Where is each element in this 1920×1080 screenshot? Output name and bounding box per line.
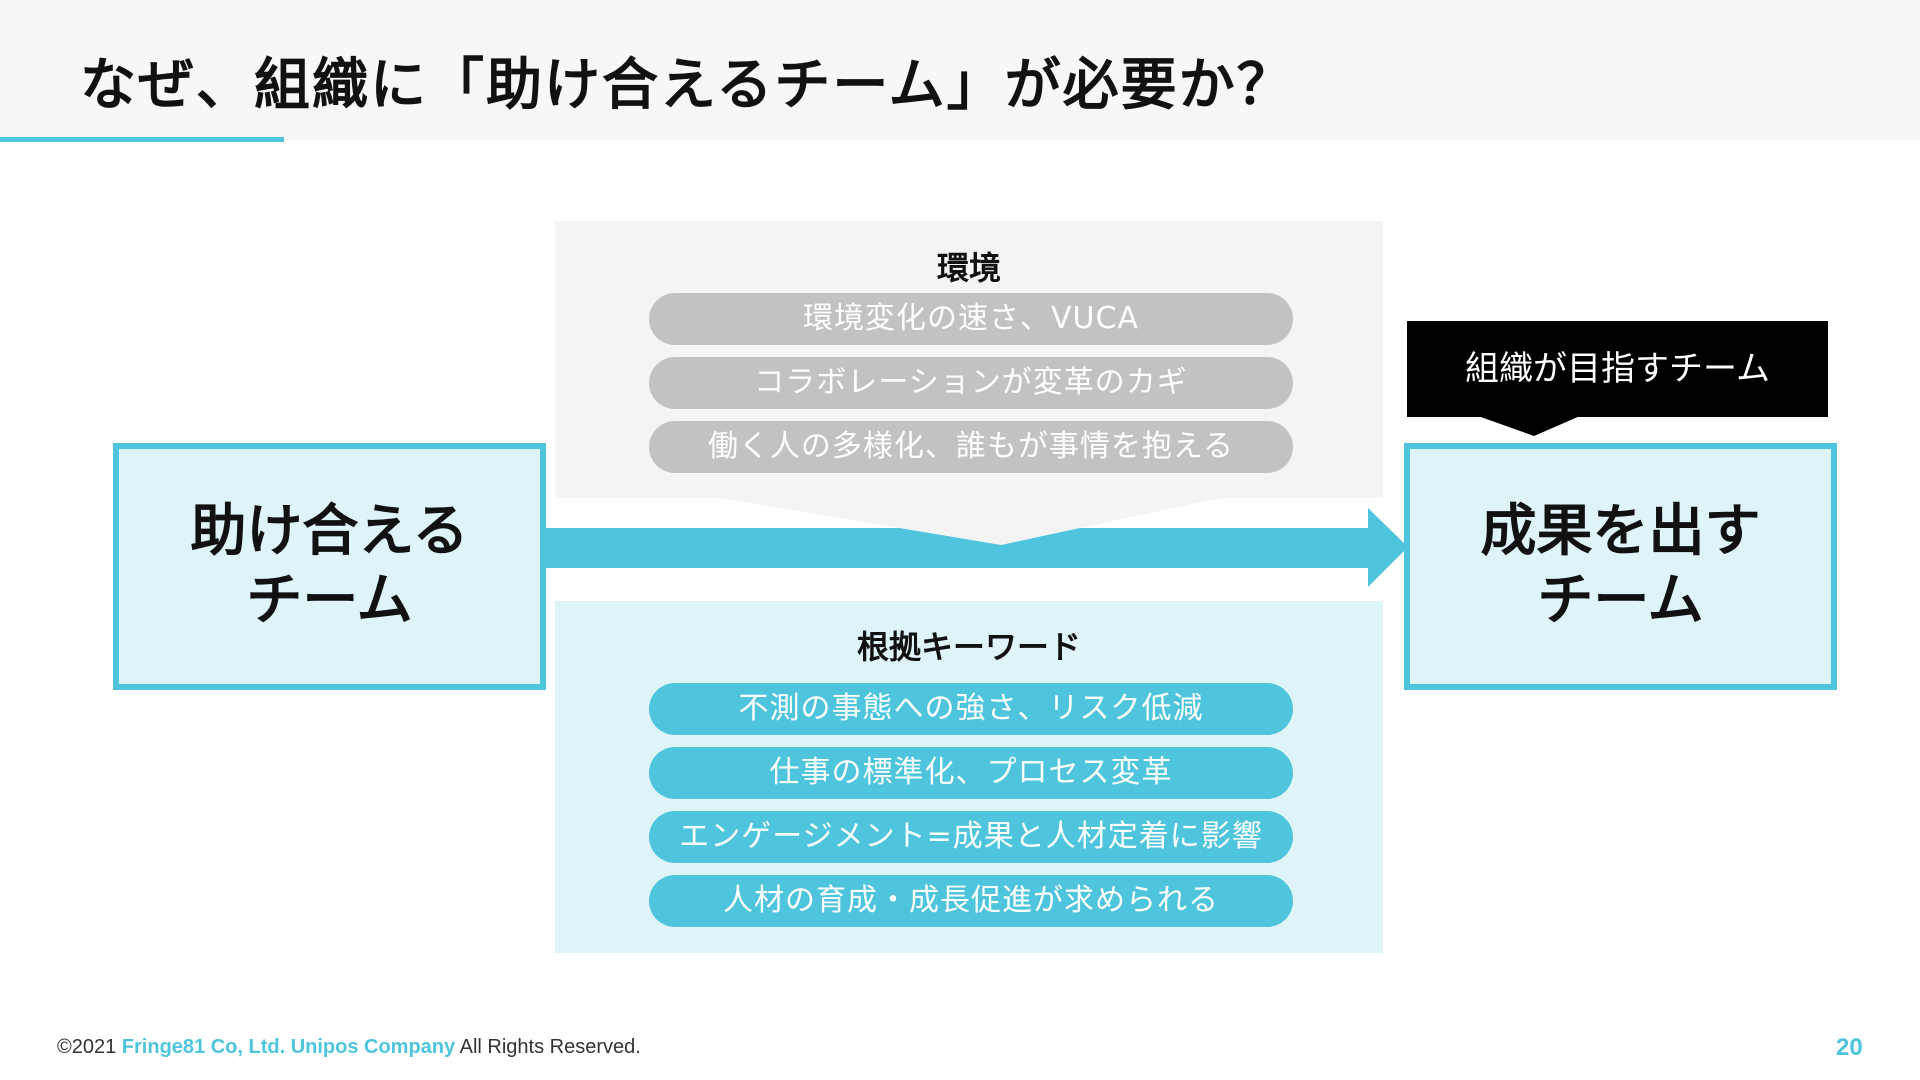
- results-team-label: 成果を出す チーム: [1480, 499, 1761, 633]
- keywords-title: 根拠キーワード: [856, 628, 1081, 666]
- rights-text: All Rights Reserved.: [455, 1036, 641, 1058]
- footer-copyright: ©2021 Fringe81 Co, Ltd. Unipos Company A…: [57, 1036, 641, 1059]
- goal-label-pointer: [1478, 416, 1580, 436]
- keyword-item: エンゲージメント=成果と人材定着に影響: [649, 811, 1293, 863]
- keyword-item: 不測の事態への強さ、リスク低減: [649, 683, 1293, 735]
- environment-pointer: [720, 498, 1220, 545]
- helping-team-label: 助け合える チーム: [190, 499, 469, 633]
- goal-label: 組織が目指すチーム: [1407, 321, 1828, 417]
- page-number: 20: [1836, 1034, 1863, 1061]
- environment-title: 環境: [936, 249, 1001, 287]
- copyright-prefix: ©2021: [57, 1036, 122, 1058]
- results-team-box: 成果を出す チーム: [1404, 443, 1837, 690]
- environment-item: 働く人の多様化、誰もが事情を抱える: [649, 421, 1293, 473]
- environment-item: コラボレーションが変革のカギ: [649, 357, 1293, 409]
- keyword-item: 仕事の標準化、プロセス変革: [649, 747, 1293, 799]
- keyword-item: 人材の育成・成長促進が求められる: [649, 875, 1293, 927]
- company-name: Fringe81 Co, Ltd. Unipos Company: [121, 1036, 456, 1058]
- environment-item: 環境変化の速さ、VUCA: [649, 293, 1293, 345]
- helping-team-box: 助け合える チーム: [113, 443, 546, 690]
- header-bar: なぜ、組織に「助け合えるチーム」が必要か？: [0, 0, 1920, 140]
- header-accent-line: [0, 137, 284, 142]
- page-title: なぜ、組織に「助け合えるチーム」が必要か？: [80, 53, 1295, 118]
- keywords-panel: 根拠キーワード 不測の事態への強さ、リスク低減 仕事の標準化、プロセス変革 エン…: [555, 601, 1383, 953]
- flow-arrow: [536, 508, 1408, 587]
- environment-panel: 環境 環境変化の速さ、VUCA コラボレーションが変革のカギ 働く人の多様化、誰…: [555, 221, 1383, 498]
